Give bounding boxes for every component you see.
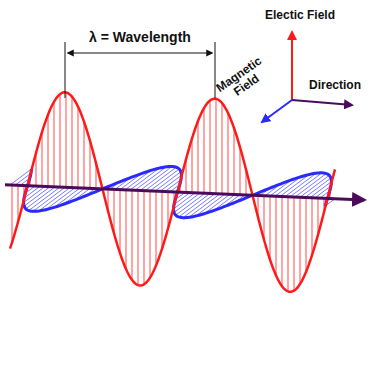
electric-stick — [270, 196, 271, 260]
electric-stick — [192, 138, 193, 192]
electric-stick — [234, 128, 235, 194]
magnetic-hatch — [24, 187, 50, 206]
electric-stick — [204, 108, 205, 193]
electric-stick — [216, 99, 217, 194]
direction-label: Direction — [309, 79, 361, 92]
electric-stick — [294, 197, 295, 291]
electric-stick — [138, 190, 139, 285]
electric-stick — [144, 191, 145, 285]
electric-stick — [54, 102, 55, 187]
direction-axis — [292, 100, 352, 105]
wavelength-arrow — [68, 52, 212, 53]
electric-stick — [300, 197, 301, 284]
electric-stick — [120, 190, 121, 254]
magnetic-hatch — [305, 178, 331, 197]
electric-stick — [288, 197, 289, 292]
electric-stick — [60, 94, 61, 187]
wavelength-label: λ = Wavelength — [89, 30, 191, 45]
magnetic-hatch — [174, 193, 200, 212]
electric-axis — [291, 32, 293, 100]
magnetic-axis — [262, 100, 292, 122]
electric-stick — [282, 196, 283, 286]
electric-stick — [306, 198, 307, 272]
wavelength-tick — [65, 42, 66, 98]
electric-stick — [48, 115, 49, 187]
electric-stick — [90, 141, 91, 189]
electric-stick — [114, 189, 115, 233]
electric-stick — [162, 191, 163, 248]
electric-stick — [312, 198, 313, 255]
electric-stick — [210, 101, 211, 194]
electric-stick — [228, 113, 229, 194]
electric-stick — [198, 121, 199, 193]
electric-stick — [132, 190, 133, 280]
electric-stick — [276, 196, 277, 275]
electric-stick — [156, 191, 157, 265]
electric-stick — [84, 122, 85, 188]
electric-stick — [78, 107, 79, 188]
electric-stick — [222, 103, 223, 194]
electric-stick — [12, 185, 13, 242]
electric-stick — [126, 190, 127, 269]
propagation-axis — [5, 185, 364, 200]
electric-stick — [150, 191, 151, 278]
electric-field-label: Electic Field — [265, 9, 335, 22]
electric-stick — [72, 97, 73, 188]
magnetic-field-label: Magnetic Field — [210, 51, 276, 108]
electric-stick — [264, 196, 265, 240]
electric-stick — [66, 92, 67, 187]
electric-stick — [42, 132, 43, 186]
electric-stick — [240, 147, 241, 195]
magnetic-hatch — [155, 172, 181, 191]
